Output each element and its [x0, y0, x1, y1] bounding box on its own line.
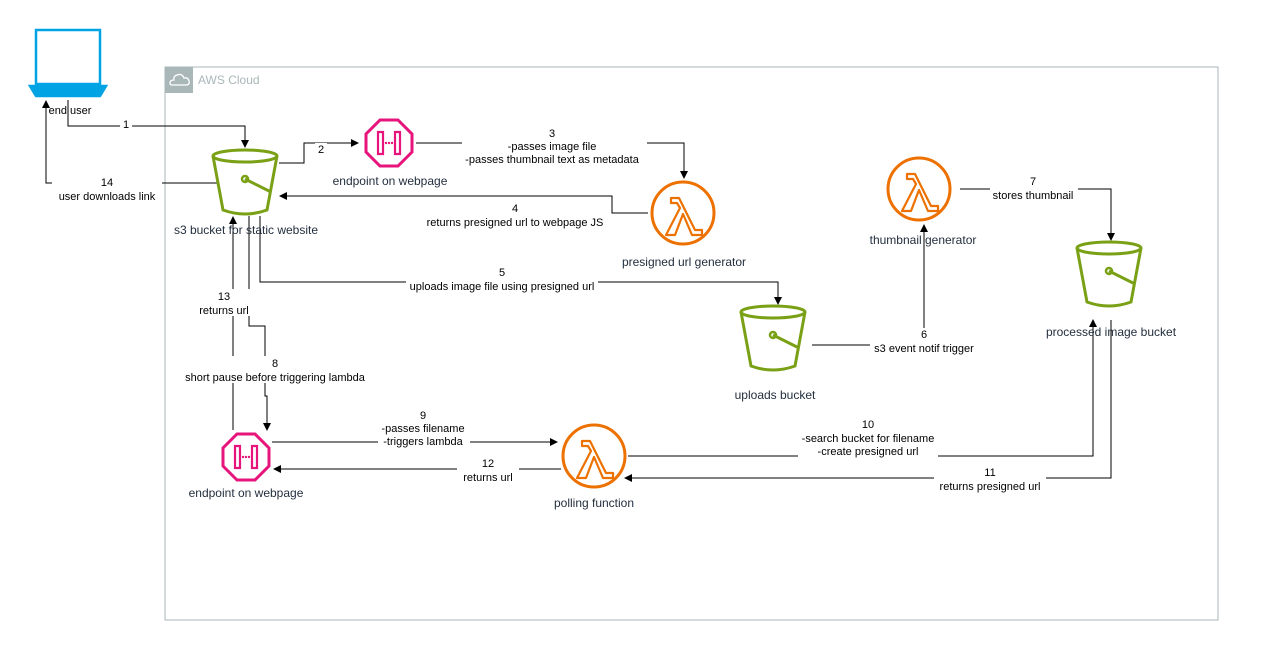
edge-1-number: 1: [123, 119, 129, 131]
laptop-icon: [27, 28, 109, 98]
edge-4: [279, 192, 648, 214]
edge-13-number: 13: [218, 291, 230, 303]
presigned-url-generator[interactable]: presigned url generator: [622, 180, 746, 269]
edge-8-number: 8: [272, 358, 278, 370]
edge-5-label: uploads image file using presigned url: [410, 281, 595, 293]
edge-4-label: returns presigned url to webpage JS: [427, 217, 604, 229]
edge-3-line-2: -passes thumbnail text as metadata: [465, 154, 640, 166]
thumb-gen-label: thumbnail generator: [870, 233, 977, 247]
s3-static-website-bucket[interactable]: s3 bucket for static website: [174, 148, 318, 237]
edge-4-number: 4: [512, 203, 518, 215]
edge-11: [624, 320, 1112, 482]
cloud-label: AWS Cloud: [198, 73, 260, 87]
edge-6-number: 6: [921, 329, 927, 341]
endpoint-top-label: endpoint on webpage: [333, 174, 448, 188]
edge-14-label: user downloads link: [59, 191, 156, 203]
cloud-icon: [169, 73, 190, 86]
aws-cloud-group: AWS Cloud: [164, 66, 1219, 621]
edge-3-number: 3: [549, 128, 555, 140]
edge-10: [628, 319, 1097, 457]
lambda-icon: [886, 156, 952, 222]
edge-9-line-2: -triggers lambda: [383, 436, 463, 448]
edge-7-label: stores thumbnail: [993, 190, 1074, 202]
edge-10-number: 10: [862, 419, 874, 431]
edge-12-label: returns url: [463, 472, 513, 484]
lambda-icon: [561, 423, 627, 489]
edge-12-number: 12: [482, 458, 494, 470]
uploads-bucket-label: uploads bucket: [735, 388, 816, 402]
presigned-gen-label: presigned url generator: [622, 255, 746, 269]
bucket-icon: [1075, 240, 1143, 308]
bucket-icon: [739, 304, 807, 372]
edge-9-number: 9: [420, 410, 426, 422]
polling-fn-label: polling function: [554, 496, 634, 510]
edge-9-line-1: -passes filename: [381, 423, 464, 435]
api-gateway-endpoint-icon: [364, 118, 414, 168]
edge-10-line-2: -create presigned url: [818, 446, 919, 458]
processed-bucket-label: processed image bucket: [1046, 325, 1177, 339]
edge-13-label: returns url: [199, 305, 249, 317]
edge-11-number: 11: [984, 467, 995, 479]
endpoint-top[interactable]: endpoint on webpage: [333, 118, 448, 188]
end-user[interactable]: end user: [27, 28, 109, 117]
api-gateway-endpoint-icon: [221, 432, 271, 482]
edge-14-number: 14: [101, 177, 113, 189]
edge-2-number: 2: [318, 144, 324, 156]
polling-function[interactable]: polling function: [554, 423, 634, 510]
endpoint-bottom[interactable]: endpoint on webpage: [189, 432, 304, 500]
thumbnail-generator[interactable]: thumbnail generator: [870, 156, 977, 247]
uploads-bucket[interactable]: uploads bucket: [735, 304, 816, 402]
edge-8-label: short pause before triggering lambda: [185, 372, 366, 384]
edge-2: [279, 139, 359, 164]
edge-6-label: s3 event notif trigger: [874, 343, 974, 355]
bucket-icon: [211, 148, 279, 216]
lambda-icon: [650, 180, 716, 246]
edge-labels: 1 14 user downloads link 2 3 -passes ima…: [52, 119, 1078, 493]
edge-10-line-1: -search bucket for filename: [802, 433, 935, 445]
processed-image-bucket[interactable]: processed image bucket: [1046, 240, 1177, 339]
edge-8: [248, 216, 271, 431]
end-user-label: end user: [49, 105, 92, 117]
edge-3-line-1: -passes image file: [508, 141, 597, 153]
endpoint-bottom-label: endpoint on webpage: [189, 486, 304, 500]
edge-5-number: 5: [499, 267, 505, 279]
edge-11-label: returns presigned url: [940, 481, 1041, 493]
edge-1: [67, 100, 249, 148]
edge-7-number: 7: [1030, 176, 1036, 188]
s3-static-label: s3 bucket for static website: [174, 223, 318, 237]
